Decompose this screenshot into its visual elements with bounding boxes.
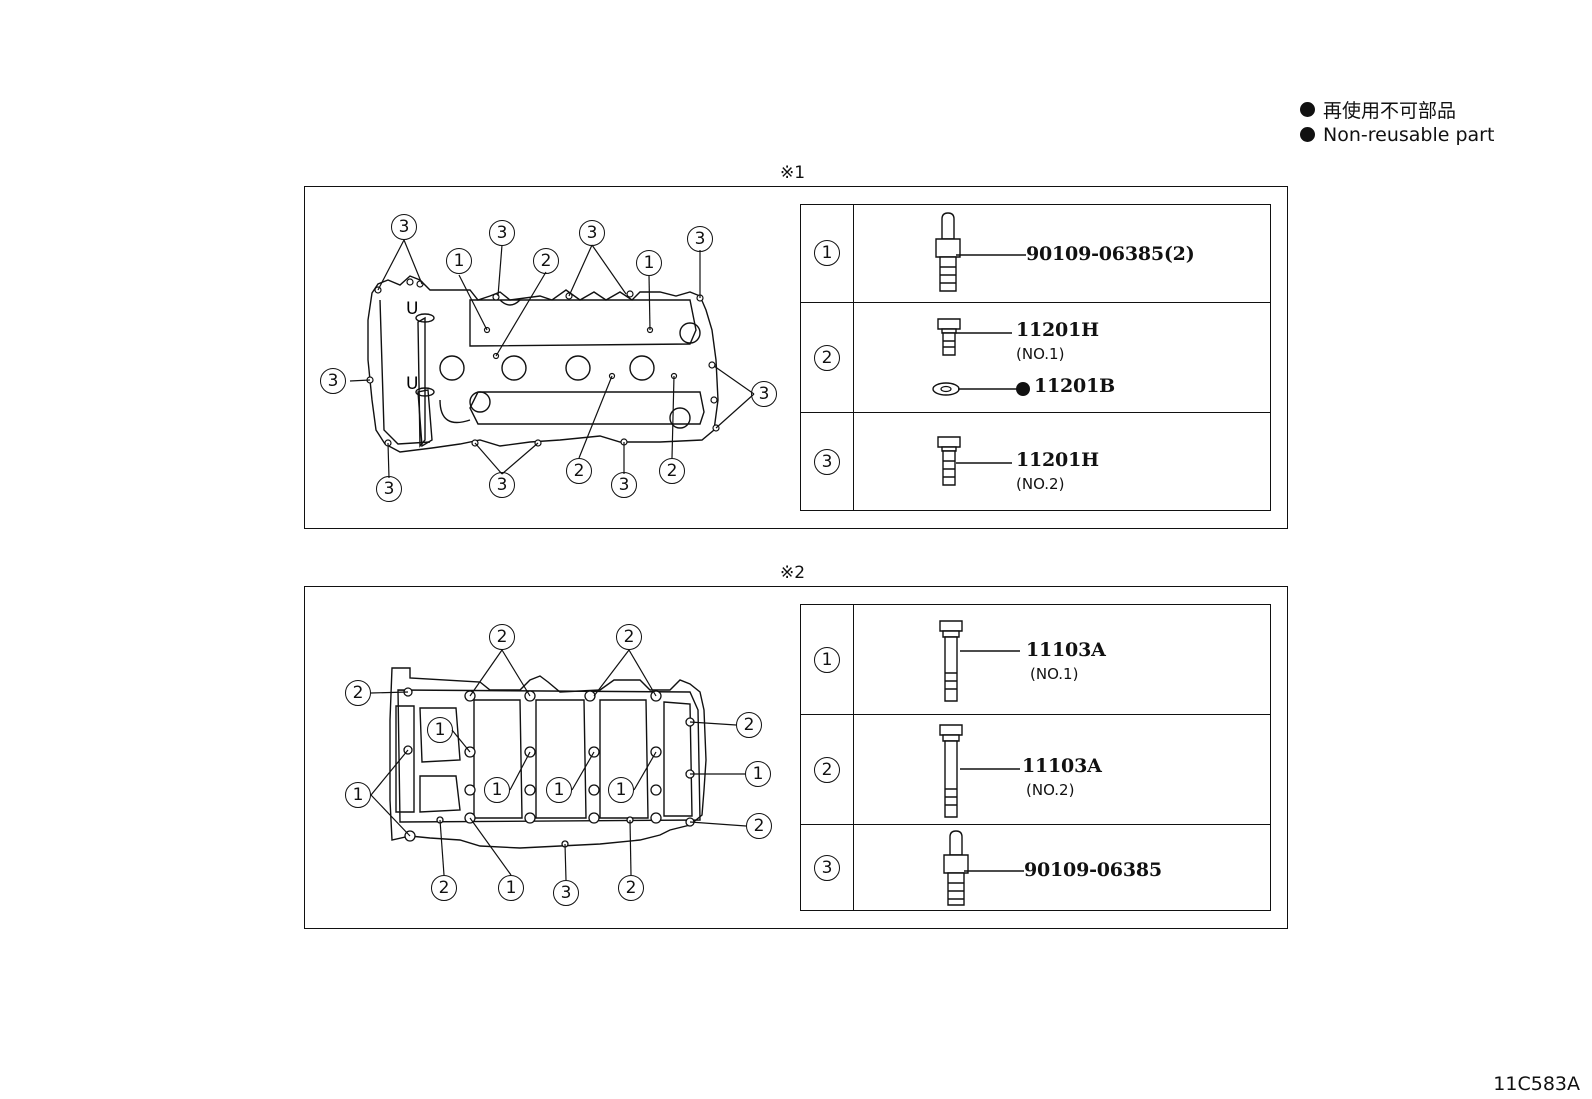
- callout-3: 3: [751, 381, 777, 407]
- table-row: 3 90109-06385: [800, 824, 1271, 911]
- callout-2: 2: [345, 680, 371, 706]
- callout-1: 1: [427, 717, 453, 743]
- part-sub-label: (NO.1): [1030, 665, 1079, 683]
- section-2-frame: [304, 586, 1288, 929]
- non-reusable-dot-icon: [1016, 382, 1030, 396]
- callout-3: 3: [391, 214, 417, 240]
- row-number: 2: [814, 345, 840, 371]
- table-row: 1 90109-06385(2): [800, 204, 1271, 303]
- callout-1: 1: [484, 777, 510, 803]
- callout-3: 3: [687, 226, 713, 252]
- non-reusable-dot-icon: [1300, 127, 1315, 142]
- callout-1: 1: [498, 875, 524, 901]
- leader-line: [956, 462, 1012, 464]
- part-number-gasket: 11201B: [1034, 375, 1115, 397]
- part-cell: 11201H (NO.2): [853, 412, 1271, 511]
- leader-line: [956, 332, 1012, 334]
- part-sub-label: (NO.2): [1016, 475, 1065, 493]
- part-sub-label: (NO.2): [1026, 781, 1075, 799]
- legend-label-en: Non-reusable part: [1323, 123, 1495, 146]
- row-number: 2: [814, 757, 840, 783]
- section-1-frame: [304, 186, 1288, 529]
- part-cell: 90109-06385(2): [853, 204, 1271, 303]
- callout-3: 3: [611, 472, 637, 498]
- callout-2: 2: [616, 624, 642, 650]
- callout-1: 1: [636, 250, 662, 276]
- section-1-mark: ※1: [780, 163, 806, 183]
- part-cell: 11103A (NO.1): [853, 604, 1271, 715]
- row-number: 1: [814, 240, 840, 266]
- non-reusable-dot-icon: [1300, 102, 1315, 117]
- washer-icon: [932, 382, 960, 396]
- leader-line: [960, 768, 1020, 770]
- callout-1: 1: [608, 777, 634, 803]
- callout-2: 2: [566, 458, 592, 484]
- callout-2: 2: [489, 624, 515, 650]
- part-number: 11103A: [1022, 755, 1102, 777]
- row-number-cell: 3: [800, 824, 854, 911]
- callout-2: 2: [533, 248, 559, 274]
- callout-3: 3: [489, 472, 515, 498]
- callout-2: 2: [746, 813, 772, 839]
- part-cell: 90109-06385: [853, 824, 1271, 911]
- callout-2: 2: [736, 712, 762, 738]
- row-number: 1: [814, 647, 840, 673]
- row-number-cell: 1: [800, 204, 854, 303]
- table-row: 2 11103A (NO.2): [800, 714, 1271, 825]
- callout-3: 3: [489, 220, 515, 246]
- long-bolt-icon: [939, 620, 963, 702]
- callout-3: 3: [579, 220, 605, 246]
- table-row: 1 11103A (NO.1): [800, 604, 1271, 715]
- part-number: 11201H: [1016, 319, 1099, 341]
- table-row: 2 11201H (NO.1) 11201B: [800, 302, 1271, 413]
- part-number: 11103A: [1026, 639, 1106, 661]
- section-2-mark: ※2: [780, 563, 806, 583]
- figure-code: 11C583A: [1493, 1073, 1580, 1095]
- leader-line: [958, 388, 1018, 390]
- part-cell: 11103A (NO.2): [853, 714, 1271, 825]
- table-row: 3 11201H (NO.2): [800, 412, 1271, 511]
- callout-3: 3: [376, 476, 402, 502]
- leader-line: [960, 650, 1020, 652]
- stud-bolt-icon: [943, 830, 969, 906]
- legend: 再使用不可部品 Non-reusable part: [1300, 97, 1494, 147]
- row-number: 3: [814, 449, 840, 475]
- legend-row-en: Non-reusable part: [1300, 122, 1494, 147]
- part-sub-label: (NO.1): [1016, 345, 1065, 363]
- legend-row-jp: 再使用不可部品: [1300, 97, 1494, 122]
- section-2-parts-table: 1 11103A (NO.1) 2: [800, 604, 1271, 911]
- callout-3: 3: [553, 880, 579, 906]
- row-number-cell: 2: [800, 714, 854, 825]
- part-number: 90109-06385(2): [1026, 243, 1195, 265]
- part-cell: 11201H (NO.1) 11201B: [853, 302, 1271, 413]
- row-number: 3: [814, 855, 840, 881]
- leader-line: [956, 254, 1026, 256]
- row-number-cell: 2: [800, 302, 854, 413]
- bolt-icon: [937, 436, 961, 486]
- short-bolt-icon: [937, 318, 961, 356]
- part-number: 11201H: [1016, 449, 1099, 471]
- callout-2: 2: [431, 875, 457, 901]
- stud-bolt-icon: [935, 212, 961, 292]
- legend-label-jp: 再使用不可部品: [1323, 100, 1457, 122]
- leader-line: [964, 870, 1024, 872]
- callout-1: 1: [446, 248, 472, 274]
- callout-3: 3: [320, 368, 346, 394]
- callout-1: 1: [345, 782, 371, 808]
- callout-2: 2: [659, 458, 685, 484]
- callout-1: 1: [546, 777, 572, 803]
- callout-1: 1: [745, 761, 771, 787]
- callout-2: 2: [618, 875, 644, 901]
- long-bolt-icon: [939, 724, 963, 818]
- row-number-cell: 1: [800, 604, 854, 715]
- section-1-parts-table: 1 90109-06385(2) 2: [800, 204, 1271, 511]
- part-number: 90109-06385: [1024, 859, 1162, 881]
- row-number-cell: 3: [800, 412, 854, 511]
